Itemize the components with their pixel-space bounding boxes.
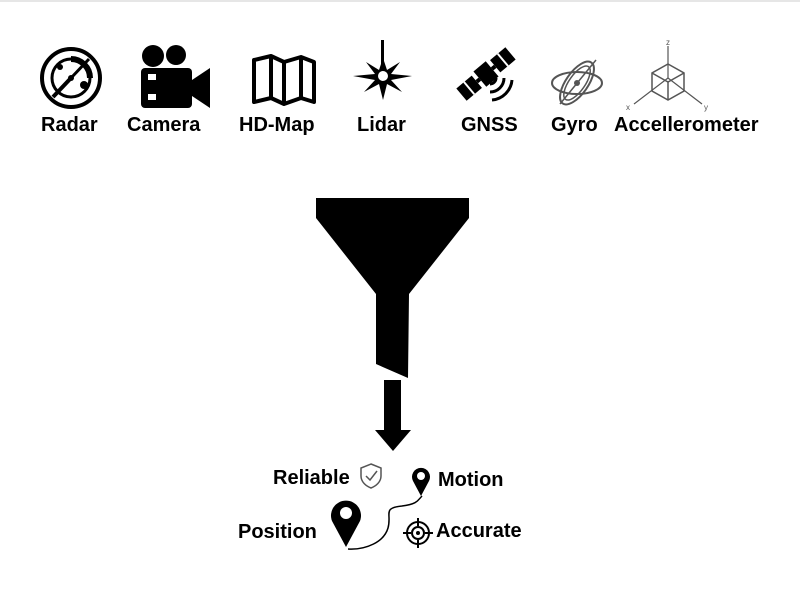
folded-map-icon bbox=[252, 54, 316, 106]
path-route bbox=[347, 495, 423, 550]
video-camera-icon bbox=[141, 45, 210, 108]
output-label-position: Position bbox=[238, 521, 317, 543]
laser-burst-icon bbox=[353, 40, 412, 100]
map-pin-small-icon bbox=[412, 467, 430, 496]
sensor-label-hd-map: HD-Map bbox=[239, 114, 315, 136]
map-pin-large-icon bbox=[331, 500, 361, 547]
sensor-label-gnss: GNSS bbox=[461, 114, 518, 136]
sensor-label-gyro: Gyro bbox=[551, 114, 598, 136]
output-label-reliable: Reliable bbox=[273, 467, 350, 489]
output-label-motion: Motion bbox=[438, 469, 504, 491]
shield-check-icon bbox=[360, 463, 382, 489]
sensor-label-accelerometer: Accellerometer bbox=[614, 114, 759, 136]
sensor-label-camera: Camera bbox=[127, 114, 201, 136]
axis-label-z: z bbox=[666, 38, 670, 47]
axis-label-x: x bbox=[626, 103, 630, 112]
funnel-icon bbox=[316, 198, 469, 378]
axis-label-y: y bbox=[704, 103, 708, 112]
gyroscope-icon bbox=[551, 59, 603, 106]
top-border bbox=[0, 0, 800, 2]
crosshair-target-icon bbox=[403, 518, 433, 548]
sensor-label-lidar: Lidar bbox=[357, 114, 406, 136]
output-label-accurate: Accurate bbox=[436, 520, 522, 542]
down-arrow-icon bbox=[375, 380, 411, 451]
radar-icon bbox=[40, 47, 102, 109]
sensor-label-radar: Radar bbox=[41, 114, 98, 136]
satellite-icon bbox=[456, 47, 516, 102]
xyz-axes-cube-icon: z x y bbox=[626, 38, 708, 112]
